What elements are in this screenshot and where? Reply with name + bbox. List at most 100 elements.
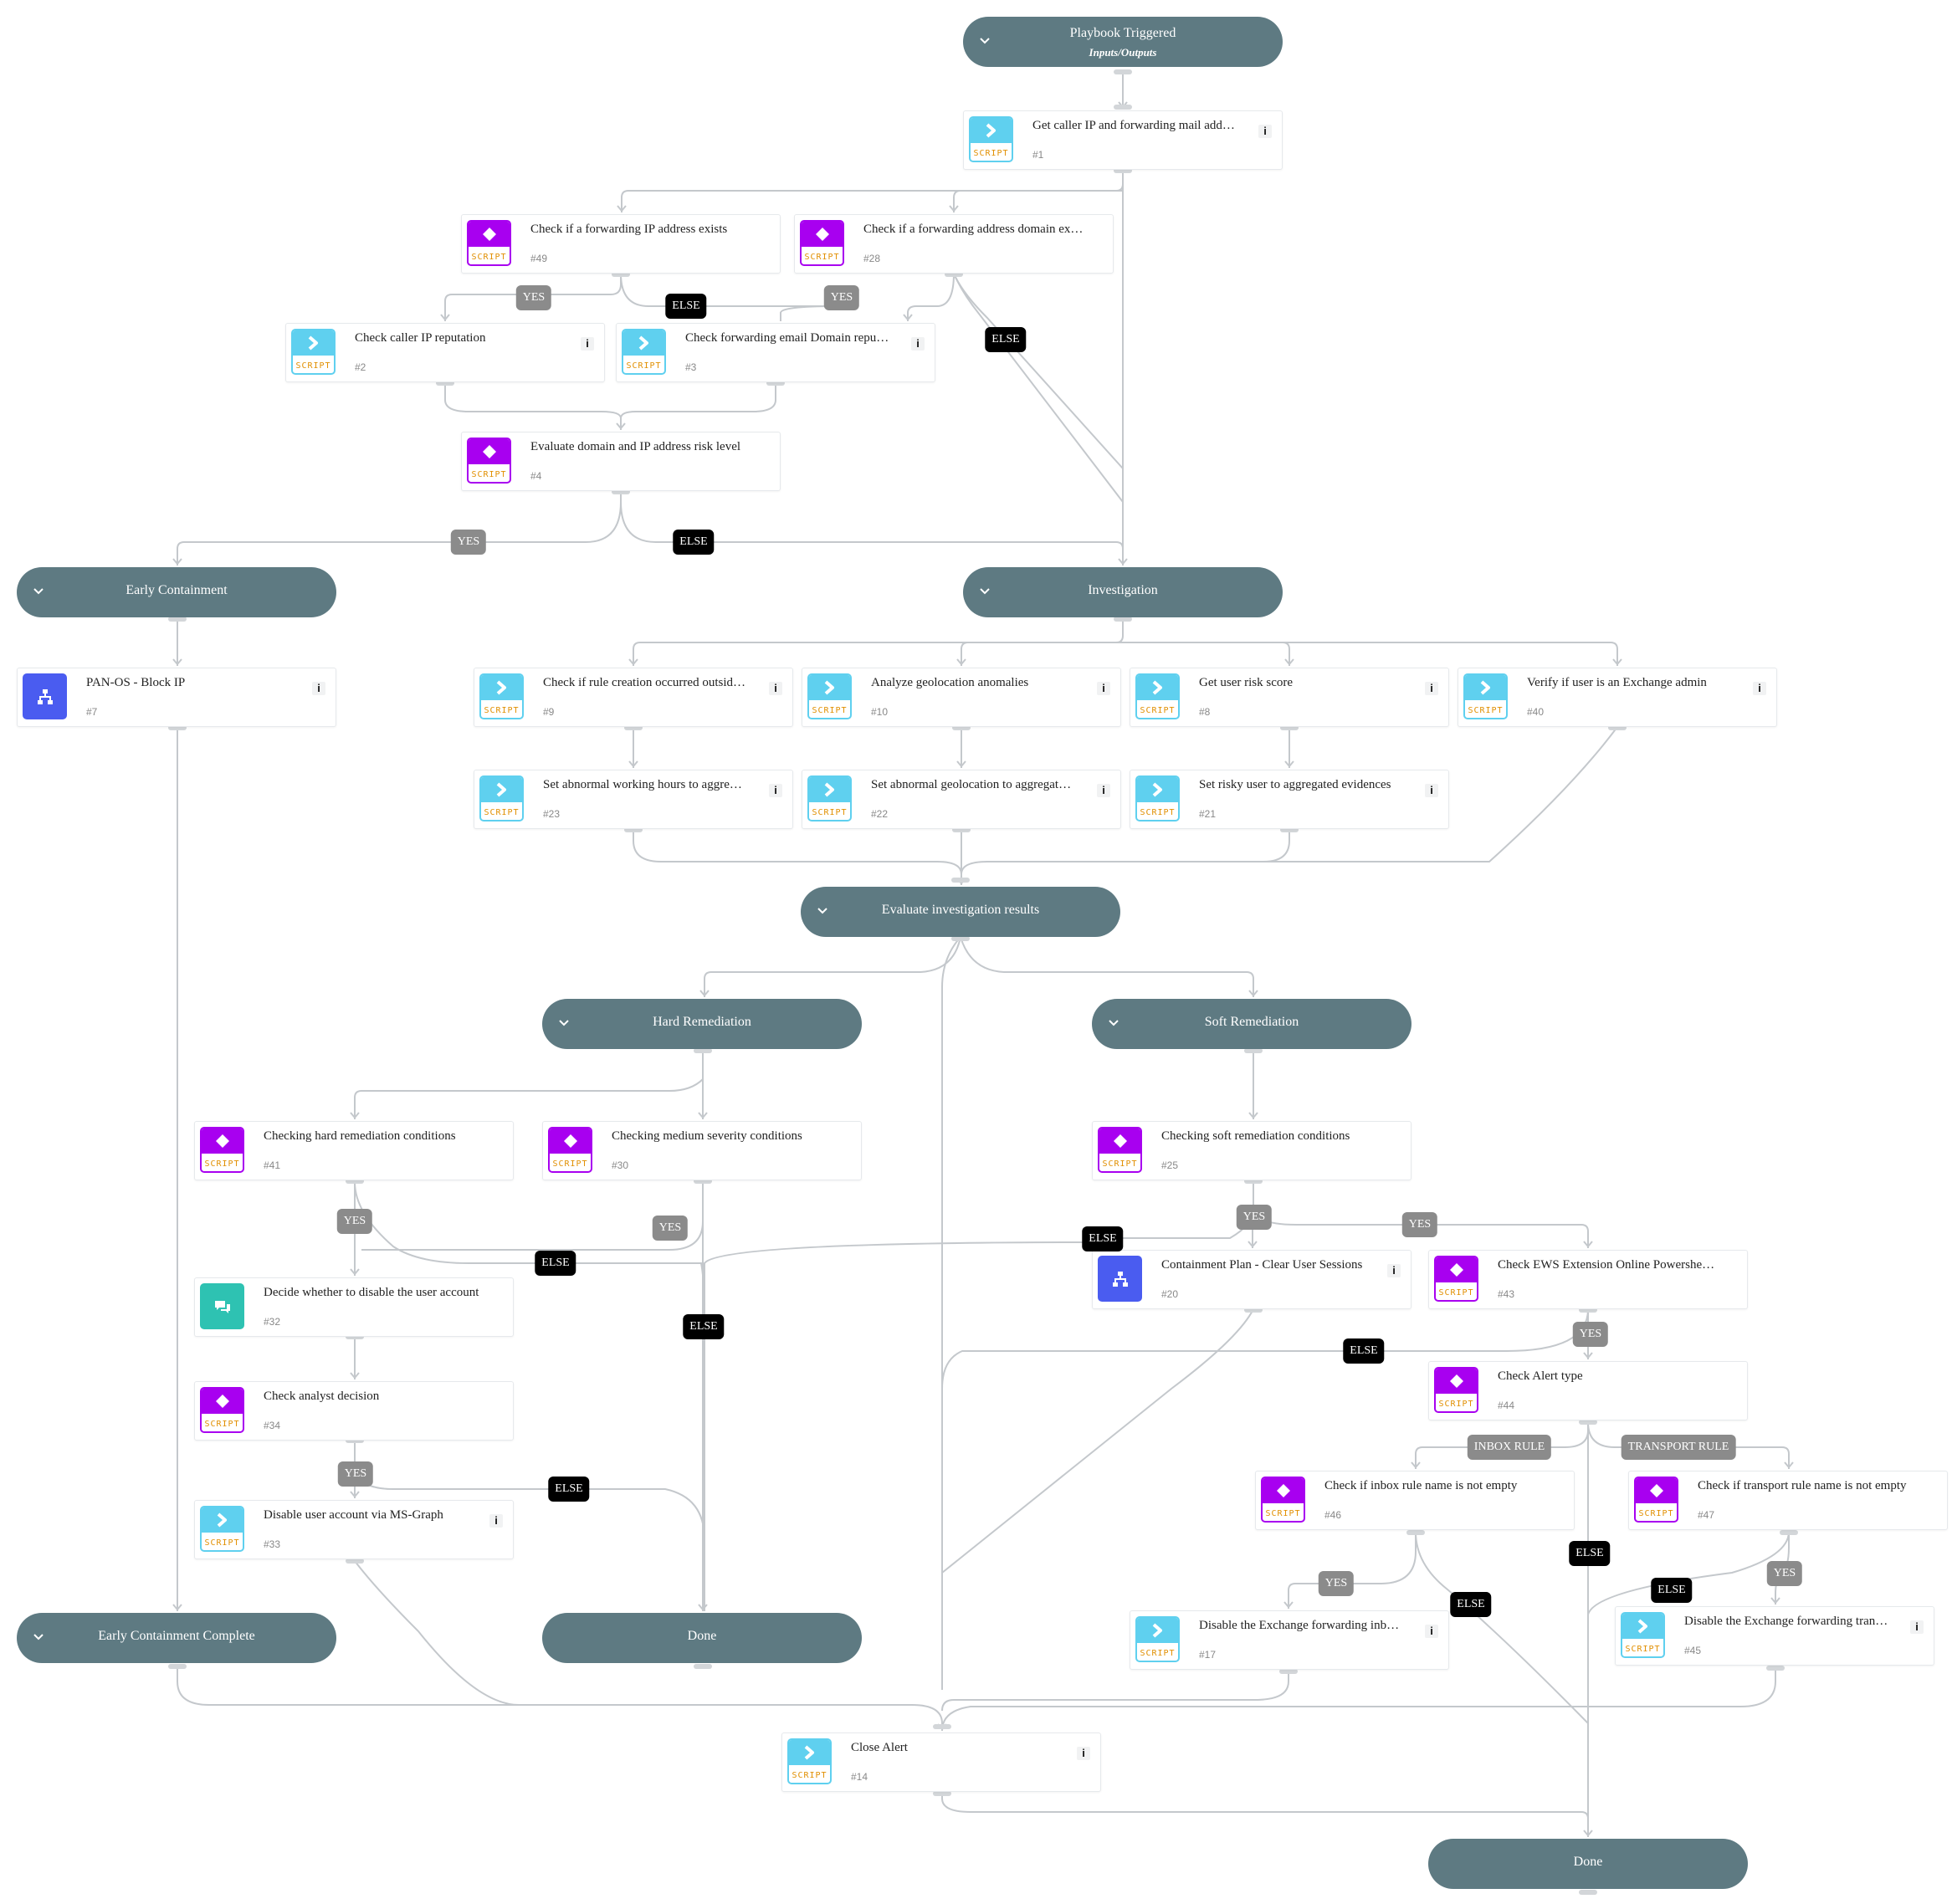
task-card[interactable]: Containment Plan - Clear User Sessions#2… — [1092, 1250, 1411, 1309]
connection-port[interactable] — [1780, 1530, 1798, 1535]
connection-port[interactable] — [1406, 1530, 1425, 1535]
info-icon[interactable]: i — [1425, 1625, 1438, 1638]
connection-port[interactable] — [1579, 1420, 1597, 1425]
connection-port[interactable] — [1114, 617, 1132, 622]
connection-port[interactable] — [1766, 1666, 1785, 1671]
connection-port[interactable] — [624, 725, 643, 730]
connection-port[interactable] — [346, 1179, 364, 1184]
connection-port[interactable] — [1114, 168, 1132, 173]
connection-port[interactable] — [624, 827, 643, 832]
info-icon[interactable]: i — [581, 337, 594, 351]
info-icon[interactable]: i — [1097, 784, 1110, 797]
connection-port[interactable] — [436, 381, 454, 386]
info-icon[interactable]: i — [911, 337, 925, 351]
connection-port[interactable] — [1280, 827, 1299, 832]
connection-port[interactable] — [952, 725, 971, 730]
info-icon[interactable]: i — [769, 784, 782, 797]
connection-port[interactable] — [612, 272, 630, 277]
info-icon[interactable]: i — [1077, 1747, 1090, 1760]
chevron-down-icon[interactable] — [1107, 1016, 1120, 1029]
connection-port[interactable] — [1579, 1890, 1597, 1895]
section-done-final[interactable]: Done — [1428, 1839, 1748, 1889]
connection-port[interactable] — [168, 725, 187, 730]
connection-port[interactable] — [952, 827, 971, 832]
chevron-down-icon[interactable] — [816, 903, 829, 917]
section-early-containment[interactable]: Early Containment — [17, 567, 336, 617]
section-subtitle[interactable]: Inputs/Outputs — [1089, 46, 1157, 59]
section-early-containment-complete[interactable]: Early Containment Complete — [17, 1613, 336, 1663]
chevron-down-icon[interactable] — [32, 584, 45, 597]
section-soft-remediation[interactable]: Soft Remediation — [1092, 999, 1411, 1049]
connection-port[interactable] — [945, 272, 963, 277]
connection-port[interactable] — [933, 1724, 951, 1729]
info-icon[interactable]: i — [489, 1514, 503, 1528]
info-icon[interactable]: i — [1425, 784, 1438, 797]
connection-port[interactable] — [951, 878, 970, 883]
info-icon[interactable]: i — [312, 682, 325, 695]
connection-port[interactable] — [1579, 1308, 1597, 1313]
chevron-down-icon[interactable] — [978, 33, 991, 47]
chevron-down-icon[interactable] — [557, 1016, 571, 1029]
connection-port[interactable] — [1244, 1048, 1263, 1053]
info-icon[interactable]: i — [769, 682, 782, 695]
info-icon[interactable]: i — [1387, 1264, 1401, 1277]
connection-port[interactable] — [1114, 105, 1132, 110]
info-icon[interactable]: i — [1910, 1620, 1924, 1634]
section-done[interactable]: Done — [542, 1613, 862, 1663]
connection-port[interactable] — [933, 1791, 951, 1796]
connection-port[interactable] — [766, 381, 785, 386]
chevron-down-icon[interactable] — [32, 1630, 45, 1643]
connection-port[interactable] — [1279, 1669, 1298, 1674]
connection-port[interactable] — [1608, 725, 1627, 730]
connection-port[interactable] — [168, 1664, 187, 1669]
connection-port[interactable] — [168, 617, 187, 622]
connection-port[interactable] — [1280, 725, 1299, 730]
connection-port[interactable] — [951, 936, 970, 941]
connection-port[interactable] — [1244, 1179, 1263, 1184]
connection-port[interactable] — [612, 489, 630, 494]
info-icon[interactable]: i — [1097, 682, 1110, 695]
connection-port[interactable] — [346, 1559, 364, 1564]
connection-port[interactable] — [1244, 1308, 1263, 1313]
section-investigation[interactable]: Investigation — [963, 567, 1283, 617]
section-hard-remediation[interactable]: Hard Remediation — [542, 999, 862, 1049]
info-icon[interactable]: i — [1258, 125, 1272, 138]
section-evaluate-results[interactable]: Evaluate investigation results — [801, 887, 1120, 937]
section-trigger[interactable]: Playbook Triggered Inputs/Outputs — [963, 17, 1283, 67]
connection-port[interactable] — [694, 1664, 712, 1669]
connection-port[interactable] — [346, 1438, 364, 1443]
connection-port[interactable] — [694, 1179, 712, 1184]
task-card[interactable]: Decide whether to disable the user accou… — [194, 1277, 514, 1337]
connection-port[interactable] — [694, 1048, 712, 1053]
connection-port[interactable] — [1114, 69, 1132, 74]
chevron-down-icon[interactable] — [978, 584, 991, 597]
connection-port[interactable] — [346, 1334, 364, 1339]
info-icon[interactable]: i — [1425, 682, 1438, 695]
